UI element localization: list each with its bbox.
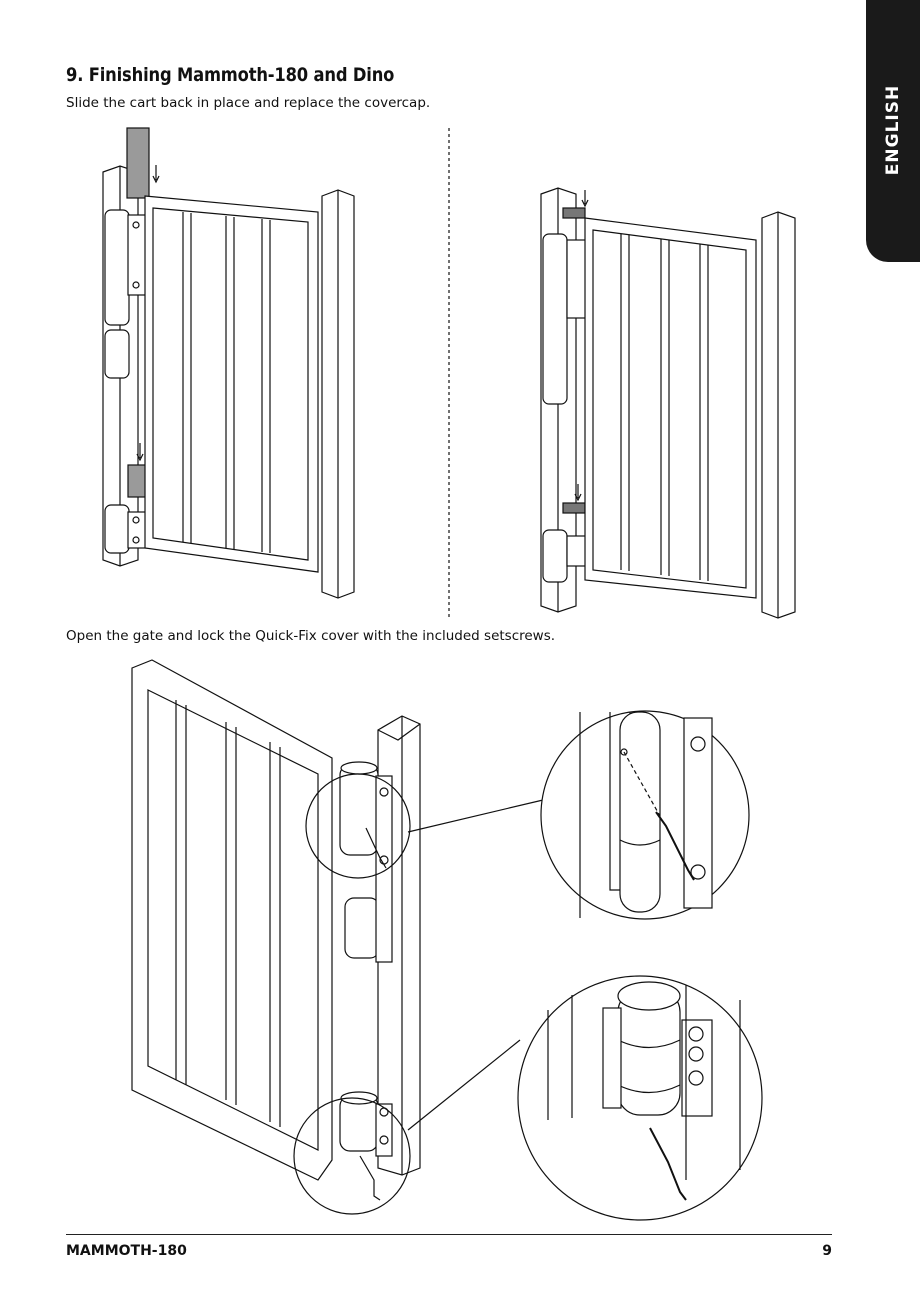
instruction-slide-cart: Slide the cart back in place and replace…: [66, 95, 431, 111]
arrow-down-icon: [136, 443, 144, 462]
allen-key-icon: [649, 1127, 687, 1201]
detail-circle-small-top: [305, 773, 411, 879]
covercap-top: [126, 127, 150, 199]
gate-figure-right: [540, 187, 796, 619]
footer-page-number: 9: [822, 1243, 832, 1259]
detail-zoom-bottom: [517, 975, 763, 1221]
arrow-down-icon: [574, 484, 582, 502]
instruction-lock-cover: Open the gate and lock the Quick-Fix cov…: [66, 628, 556, 644]
detail-circle-small-bottom: [293, 1097, 411, 1215]
gate-figure-left: [102, 127, 355, 599]
language-tab: ENGLISH: [866, 0, 920, 262]
covercap-bottom: [127, 464, 147, 498]
allen-key-icon: [365, 827, 387, 869]
allen-key-icon: [655, 811, 695, 881]
section-title: 9. Finishing Mammoth-180 and Dino: [66, 64, 395, 86]
footer-rule: [66, 1234, 832, 1235]
arrow-down-icon: [581, 190, 589, 208]
footer-product: MAMMOTH-180: [66, 1243, 187, 1259]
allen-key-icon: [359, 1155, 381, 1201]
detail-zoom-top: [540, 710, 750, 920]
arrow-down-icon: [152, 165, 160, 184]
gate-open-figure: [131, 659, 763, 1221]
